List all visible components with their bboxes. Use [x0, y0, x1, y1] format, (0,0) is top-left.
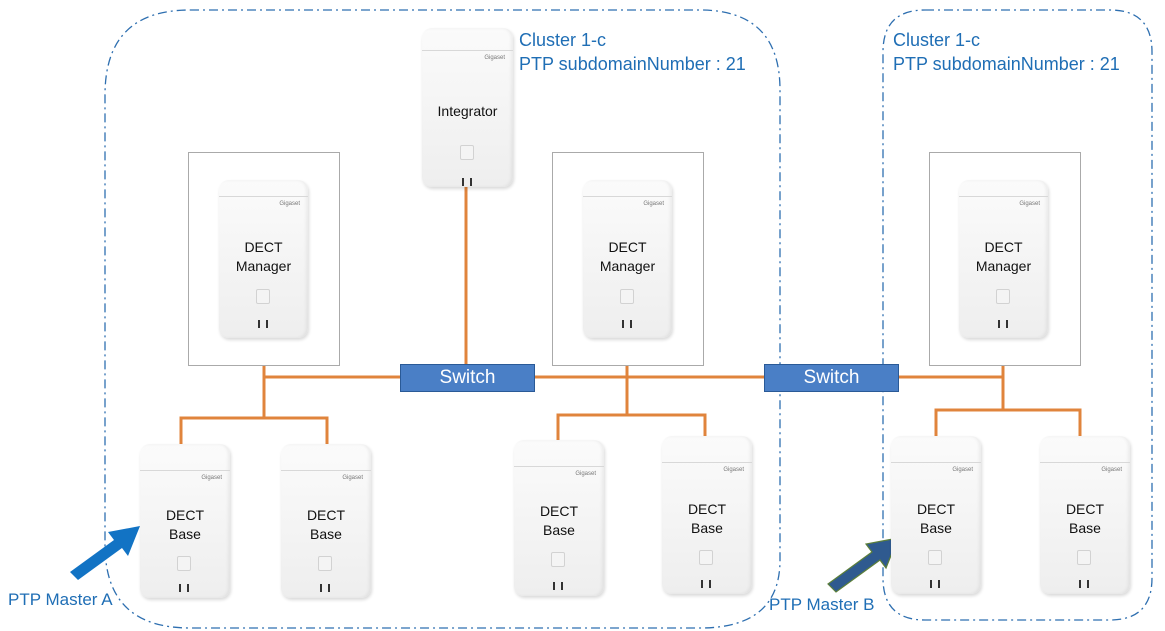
dect-manager-2-label: DECT Manager: [599, 239, 656, 274]
port: [1087, 580, 1089, 588]
brand-logo: Gigaset: [952, 467, 973, 473]
brand-logo: Gigaset: [484, 55, 505, 61]
dect-manager-3-label: DECT Manager: [975, 239, 1032, 274]
dect-manager-2: Gigaset DECT Manager: [583, 180, 672, 338]
led-indicator: [1077, 550, 1091, 565]
switch-2: Switch: [764, 364, 899, 392]
cluster-1-name: Cluster 1-c: [519, 30, 607, 50]
port: [553, 582, 555, 590]
dect-base-6: Gigaset DECT Base: [1040, 436, 1130, 594]
port: [998, 320, 1000, 328]
port: [938, 580, 940, 588]
cluster-2-subdomain: PTP subdomainNumber : 21: [893, 54, 1120, 74]
brand-logo: Gigaset: [643, 201, 664, 207]
led-indicator: [318, 556, 332, 571]
port: [320, 584, 322, 592]
ptp-master-a-label: PTP Master A: [8, 590, 113, 609]
dect-base-1-label: DECT Base: [165, 507, 205, 542]
brand-logo: Gigaset: [1101, 467, 1122, 473]
led-indicator: [699, 550, 713, 565]
port: [187, 584, 189, 592]
led-indicator: [256, 289, 270, 304]
ptp-master-b-label: PTP Master B: [769, 595, 875, 614]
dect-base-4-label: DECT Base: [687, 501, 727, 536]
brand-logo: Gigaset: [723, 467, 744, 473]
port: [179, 584, 181, 592]
brand-logo: Gigaset: [342, 475, 363, 481]
integrator-label: Integrator: [437, 103, 498, 119]
dect-base-1: Gigaset DECT Base: [140, 444, 230, 598]
led-indicator: [620, 289, 634, 304]
dect-base-6-label: DECT Base: [1065, 501, 1105, 536]
dect-manager-1: Gigaset DECT Manager: [219, 180, 308, 338]
port: [1079, 580, 1081, 588]
port: [561, 582, 563, 590]
led-indicator: [928, 550, 942, 565]
dect-manager-3: Gigaset DECT Manager: [959, 180, 1048, 338]
led-indicator: [551, 552, 565, 567]
port: [930, 580, 932, 588]
cluster-2-name: Cluster 1-c: [893, 30, 981, 50]
brand-logo: Gigaset: [201, 475, 222, 481]
cluster-boundary-left: [104, 9, 781, 629]
led-indicator: [996, 289, 1010, 304]
port: [266, 320, 268, 328]
cluster-1-subdomain: PTP subdomainNumber : 21: [519, 54, 746, 74]
cluster-boundary-right: [882, 9, 1153, 621]
port: [701, 580, 703, 588]
led-indicator: [177, 556, 191, 571]
dect-base-2: Gigaset DECT Base: [281, 444, 371, 598]
integrator-device: Gigaset Integrator: [422, 28, 513, 187]
port: [1006, 320, 1008, 328]
led-indicator: [460, 145, 474, 160]
dect-base-5-label: DECT Base: [916, 501, 956, 536]
arrow-master-a: [70, 526, 140, 580]
dect-base-2-label: DECT Base: [306, 507, 346, 542]
port: [622, 320, 624, 328]
port: [630, 320, 632, 328]
arrow-master-b: [827, 537, 899, 593]
port: [258, 320, 260, 328]
dect-manager-1-label: DECT Manager: [235, 239, 292, 274]
dect-base-3: Gigaset DECT Base: [514, 440, 604, 596]
dect-base-5: Gigaset DECT Base: [891, 436, 981, 594]
port: [470, 178, 472, 186]
port: [462, 178, 464, 186]
port: [328, 584, 330, 592]
brand-logo: Gigaset: [279, 201, 300, 207]
brand-logo: Gigaset: [575, 471, 596, 477]
brand-logo: Gigaset: [1019, 201, 1040, 207]
dect-base-4: Gigaset DECT Base: [662, 436, 752, 594]
port: [709, 580, 711, 588]
dect-base-3-label: DECT Base: [539, 503, 579, 538]
switch-1: Switch: [400, 364, 535, 392]
